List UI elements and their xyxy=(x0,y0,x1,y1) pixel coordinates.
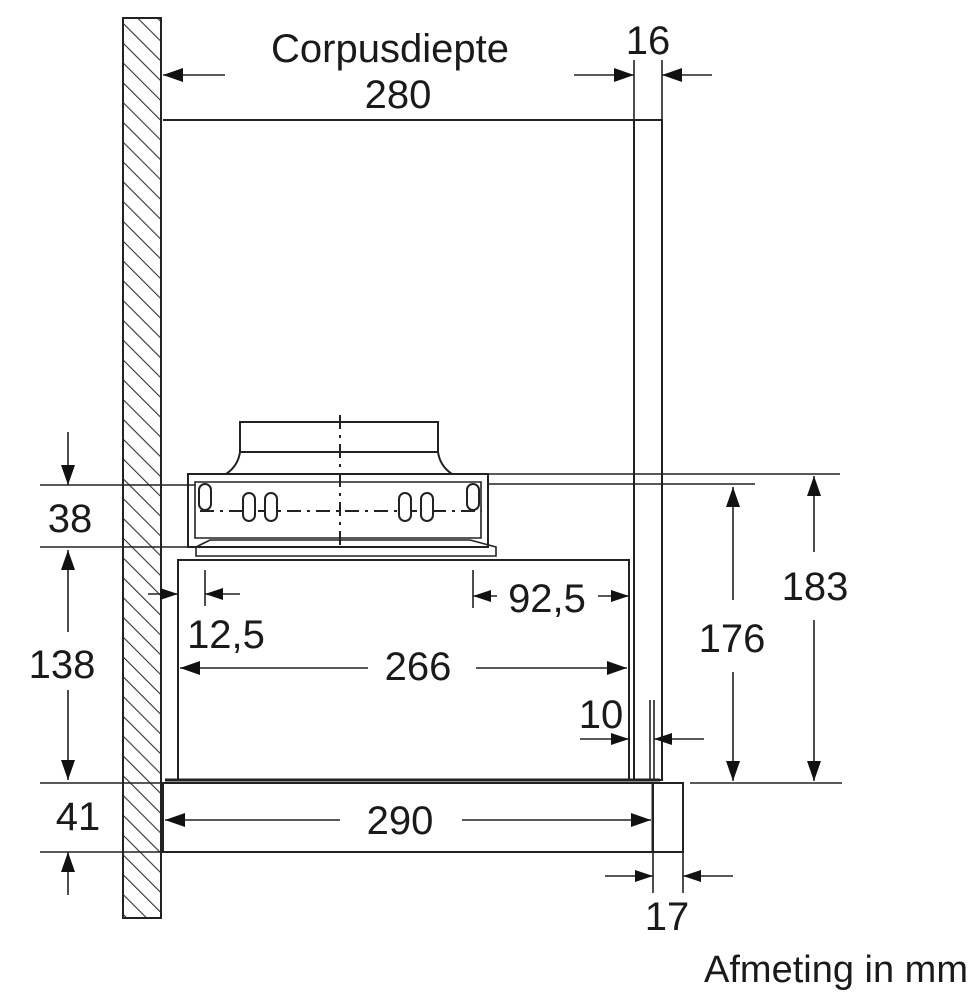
arrow xyxy=(635,870,653,882)
height-183-label: 183 xyxy=(782,565,849,609)
fan-collar-flare xyxy=(225,451,453,475)
corpus-title: Corpusdiepte xyxy=(271,27,509,71)
arrow xyxy=(631,813,651,827)
upper-housing-inner xyxy=(194,481,482,539)
arrow xyxy=(654,733,672,745)
arrow xyxy=(61,550,75,570)
arrow xyxy=(165,813,185,827)
arrow xyxy=(205,588,223,600)
front-panel xyxy=(652,782,684,853)
height-176-label: 176 xyxy=(699,617,766,661)
unit-note: Afmeting in mm xyxy=(704,949,968,991)
arrow xyxy=(160,588,178,600)
arrow xyxy=(807,476,821,496)
extractor-board xyxy=(162,782,654,853)
hood-body xyxy=(177,559,630,781)
arrow xyxy=(683,870,701,882)
bottom-height-label: 41 xyxy=(56,795,101,839)
cabinet-side-panel xyxy=(633,119,663,781)
wall xyxy=(122,17,162,919)
body-height-label: 138 xyxy=(29,643,96,687)
arrow xyxy=(611,733,629,745)
arrow xyxy=(61,852,75,872)
arrow xyxy=(726,761,740,781)
arrow xyxy=(807,761,821,781)
total-width-label: 290 xyxy=(367,799,434,843)
gap-label: 10 xyxy=(579,693,624,737)
arrow xyxy=(61,465,75,485)
front-thickness-label: 17 xyxy=(645,895,690,939)
offset-left-label: 12,5 xyxy=(187,613,265,657)
corpus-value: 280 xyxy=(365,73,432,117)
arrow xyxy=(607,661,627,675)
arrow xyxy=(726,487,740,507)
top-height-label: 38 xyxy=(48,497,93,541)
upper-housing xyxy=(187,473,489,548)
keyhole-slots xyxy=(198,483,480,522)
arrow xyxy=(614,68,634,82)
offset-right-label: 92,5 xyxy=(508,577,586,621)
arrow xyxy=(163,68,183,82)
panel-thickness-label: 16 xyxy=(626,19,671,63)
arrow xyxy=(180,661,200,675)
inner-width-label: 266 xyxy=(385,645,452,689)
motor-band xyxy=(195,539,497,557)
arrow xyxy=(611,590,629,602)
arrow xyxy=(662,68,682,82)
arrow xyxy=(61,760,75,780)
arrow xyxy=(473,590,491,602)
